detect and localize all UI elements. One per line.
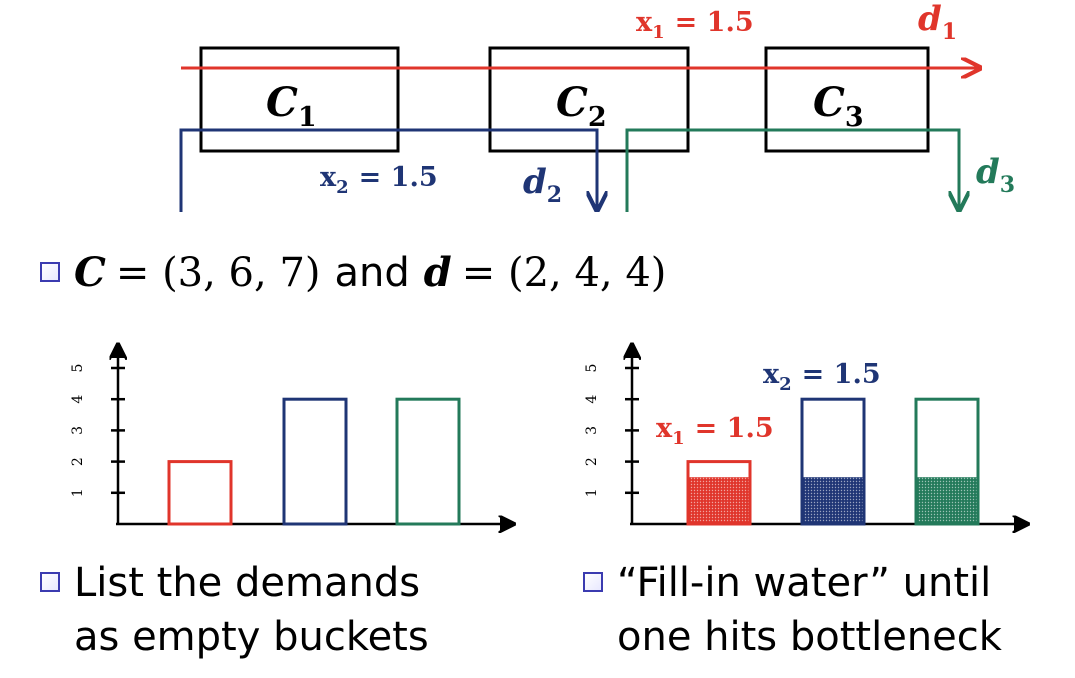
demand-symbol: d bbox=[423, 249, 452, 296]
y-tick-label: 4 bbox=[70, 395, 86, 404]
flow-label-d2: d2 bbox=[523, 162, 562, 208]
bullet-icon bbox=[583, 572, 603, 592]
flow-path-d3 bbox=[625, 128, 959, 212]
demand-bucket-bar bbox=[395, 397, 461, 526]
right-caption-text: “Fill-in water” until one hits bottlenec… bbox=[617, 556, 1002, 664]
link-box-c3 bbox=[764, 46, 930, 153]
demand-bucket-bar bbox=[800, 397, 866, 526]
water-fill-bar bbox=[916, 477, 978, 524]
y-tick-label: 5 bbox=[584, 364, 600, 373]
demand-bucket-bar bbox=[167, 460, 233, 526]
left-caption-bullet: List the demands as empty buckets bbox=[40, 556, 429, 664]
link-label-c2: C2 bbox=[556, 79, 607, 133]
y-tick-label: 2 bbox=[70, 457, 86, 466]
rate-label-x1-top: x1= 1.5 bbox=[636, 7, 754, 43]
flow-path-d2 bbox=[179, 128, 597, 212]
y-tick-label: 5 bbox=[70, 364, 86, 373]
link-label-c3: C3 bbox=[813, 79, 864, 133]
demand-vector: = (2, 4, 4) bbox=[461, 250, 667, 296]
flow-label-d3: d3 bbox=[976, 152, 1015, 198]
y-tick-label: 1 bbox=[584, 488, 600, 497]
demand-bucket-bar bbox=[914, 397, 980, 526]
water-fill-bar bbox=[802, 477, 864, 524]
water-fill-bar bbox=[688, 477, 750, 524]
y-tick-label: 3 bbox=[584, 426, 600, 435]
right-caption-bullet: “Fill-in water” until one hits bottlenec… bbox=[583, 556, 1002, 664]
left-caption-text: List the demands as empty buckets bbox=[74, 556, 429, 664]
y-tick-label: 4 bbox=[584, 395, 600, 404]
rate-label-x1: x1= 1.5 bbox=[656, 413, 774, 449]
rate-label-x2-top: x2= 1.5 bbox=[320, 162, 438, 198]
bullet-icon bbox=[40, 262, 60, 282]
bullet-icon bbox=[40, 572, 60, 592]
link-box-c2 bbox=[488, 46, 690, 153]
water-filling-chart: x1= 1.5 x2= 1.5 1 2 3 4 5 bbox=[584, 344, 1028, 524]
right-caption-line-1: “Fill-in water” until bbox=[617, 560, 992, 606]
capacity-symbol: C bbox=[74, 249, 106, 296]
y-tick-label: 3 bbox=[70, 426, 86, 435]
link-box-c1 bbox=[199, 46, 400, 153]
link-label-c1: C1 bbox=[266, 79, 317, 133]
left-caption-line-2: as empty buckets bbox=[74, 614, 429, 660]
left-caption-line-1: List the demands bbox=[74, 560, 421, 606]
capacity-demand-bullet: C = (3, 6, 7) and d = (2, 4, 4) bbox=[40, 248, 666, 298]
flow-label-d1: d1 bbox=[918, 0, 957, 45]
demand-bucket-bar bbox=[686, 460, 752, 526]
demand-bucket-bar bbox=[282, 397, 348, 526]
demand-bucket-chart: 1 2 3 4 5 bbox=[70, 344, 514, 524]
capacity-vector: = (3, 6, 7) bbox=[115, 250, 321, 296]
y-tick-label: 1 bbox=[70, 488, 86, 497]
rate-label-x2: x2= 1.5 bbox=[763, 359, 881, 395]
network-diagram: C1 C2 C3 d1 x1= 1.5 d2 x2= 1.5 d3 bbox=[179, 0, 1015, 212]
right-caption-line-2: one hits bottleneck bbox=[617, 614, 1002, 660]
conjunction-text: and bbox=[334, 250, 410, 296]
y-tick-label: 2 bbox=[584, 457, 600, 466]
